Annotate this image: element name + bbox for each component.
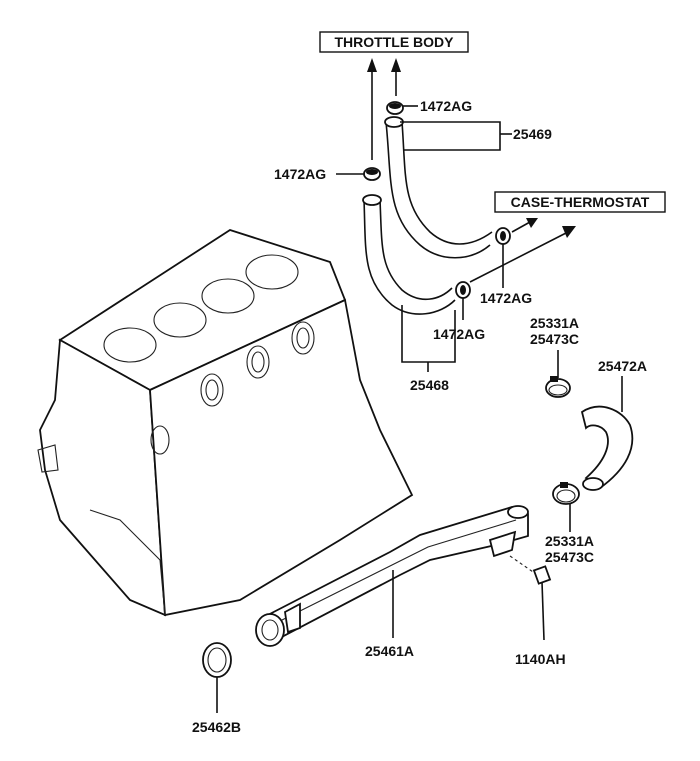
label-hose-25472a: 25472A (598, 358, 647, 374)
label-clamp-lower-a: 25331A (545, 533, 594, 549)
label-clamp-upper-b: 25473C (530, 331, 579, 347)
clip-right-lower (455, 281, 471, 299)
label-clip-right-a: 1472AG (480, 290, 532, 306)
engine-block (37, 229, 414, 617)
water-pipe-25461a (255, 505, 529, 647)
case-thermostat-box (494, 191, 666, 213)
label-hose-25468: 25468 (410, 377, 449, 393)
clamp-lower (552, 482, 580, 505)
hose-25469 (384, 116, 493, 259)
hose-25468 (362, 194, 456, 315)
label-hose-25469: 25469 (513, 126, 552, 142)
label-clip-left: 1472AG (274, 166, 326, 182)
label-clamp-upper-a: 25331A (530, 315, 579, 331)
label-bolt: 1140AH (515, 651, 566, 667)
label-clip-right-b: 1472AG (433, 326, 485, 342)
gasket-25462b (202, 642, 232, 678)
bolt-1140ah (509, 555, 552, 641)
clip-top (386, 101, 404, 115)
clip-right-upper (495, 227, 511, 245)
throttle-body-box (319, 31, 469, 53)
throttle-body-label: THROTTLE BODY (335, 34, 455, 50)
label-water-pipe: 25461A (365, 643, 414, 659)
clamp-upper (545, 376, 571, 398)
label-clip-top: 1472AG (420, 98, 472, 114)
case-thermostat-label: CASE-THERMOSTAT (511, 194, 650, 210)
hose-25472a (580, 405, 634, 491)
clip-left (363, 167, 381, 181)
throttle-body-arrows (367, 58, 401, 160)
case-thermostat-arrows (469, 218, 576, 283)
label-clamp-lower-b: 25473C (545, 549, 594, 565)
label-gasket: 25462B (192, 719, 241, 735)
